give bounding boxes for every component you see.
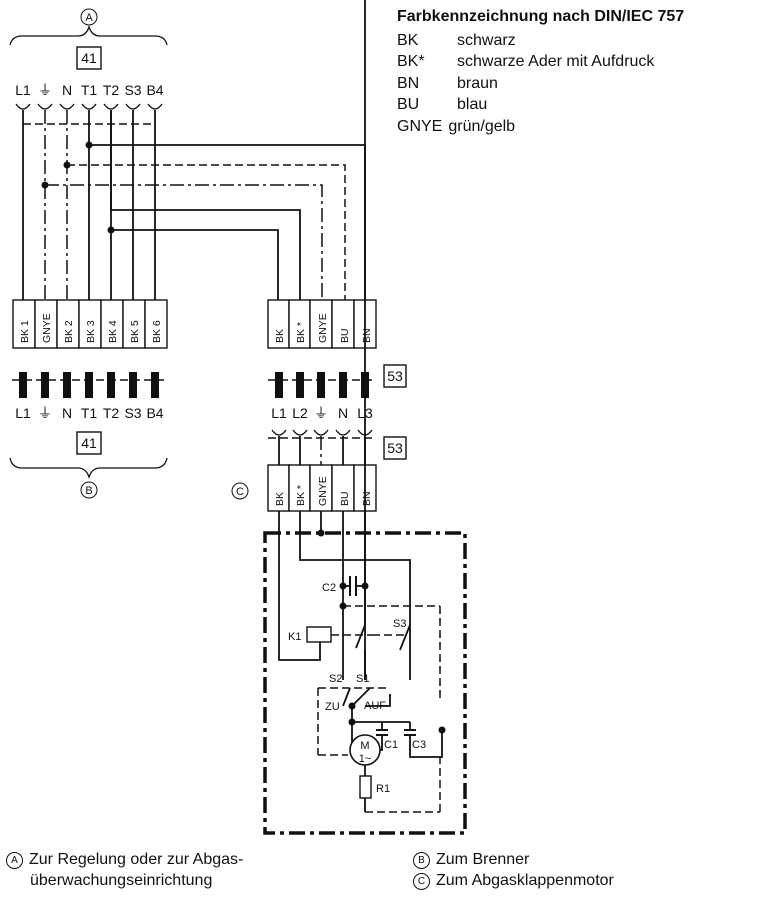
callout-a: A	[85, 12, 93, 24]
legend-row: BK* schwarze Ader mit Aufdruck	[397, 51, 684, 73]
brace-a	[9, 24, 168, 46]
callout-c: C	[236, 486, 244, 498]
module-41-top	[76, 46, 102, 70]
svg-text:41: 41	[81, 435, 97, 451]
plug-label: BK 2	[63, 320, 75, 343]
legend-row: GNYE grün/gelb	[397, 116, 684, 138]
c2-label: C2	[322, 582, 336, 594]
callout-b-marker: B	[413, 852, 430, 869]
legend-text: braun	[457, 74, 498, 92]
plug-label: BK *	[295, 485, 307, 506]
terminal-label: S3	[124, 405, 141, 421]
footnote-bc: B Zum Brenner C Zum Abgasklappenmotor	[413, 849, 614, 891]
legend-row: BK schwarz	[397, 30, 684, 52]
terminal-label: ⏚	[314, 405, 328, 421]
callout-a-marker: A	[6, 852, 23, 869]
k1-label: K1	[288, 631, 301, 643]
legend-title: Farbkennzeichnung nach DIN/IEC 757	[397, 8, 685, 25]
plug-label: BK 5	[129, 320, 141, 343]
plug-label: BK 4	[107, 320, 119, 343]
terminal-label: ⏚	[38, 82, 52, 98]
svg-text:53: 53	[387, 440, 403, 456]
top-terminal-cups	[15, 103, 163, 110]
legend-text: schwarz	[457, 31, 516, 49]
plug-label: BK 3	[85, 320, 97, 343]
terminal-label: N	[62, 82, 72, 98]
footnote-b: Zum Brenner	[436, 851, 530, 868]
legend-row: BN braun	[397, 73, 684, 95]
module-53-plug	[383, 364, 407, 388]
footnote-a-line1: Zur Regelung oder zur Abgas-	[29, 851, 244, 868]
terminal-label: T2	[103, 82, 120, 98]
plug-label: GNYE	[317, 313, 329, 343]
terminal-label: L1	[15, 405, 31, 421]
c3-label: C3	[412, 739, 426, 751]
footnote-a-line2: überwachungseinrichtung	[30, 872, 213, 889]
terminal-label: N	[338, 405, 348, 421]
callout-c-marker: C	[413, 873, 430, 890]
s3-label: S3	[393, 618, 406, 630]
terminal-label: T2	[103, 405, 120, 421]
legend-code: BK	[397, 31, 419, 49]
top-terminal-labels: L1 ⏚ N T1 T2 S3 B4	[15, 82, 164, 98]
terminal-label: L1	[271, 405, 287, 421]
footnote-c: Zum Abgasklappenmotor	[436, 872, 614, 889]
plug-label: BK	[274, 329, 286, 343]
callout-b: B	[85, 485, 92, 497]
svg-text:41: 41	[81, 50, 97, 66]
right-plug-pins	[268, 372, 376, 398]
terminal-label: L2	[292, 405, 308, 421]
terminal-label: ⏚	[38, 405, 52, 421]
legend-code: BK*	[397, 53, 425, 71]
s1-label: S1	[356, 673, 369, 685]
legend-row: BU blau	[397, 94, 684, 116]
motor-plug-block: BK BK * GNYE BU BN	[267, 464, 377, 512]
plug-label: BK *	[295, 322, 307, 343]
footnote-a: A Zur Regelung oder zur Abgas- überwachun…	[6, 849, 243, 891]
right-plug-block: BK BK * GNYE BU BN	[267, 299, 377, 349]
terminal-label: L1	[15, 82, 31, 98]
s2-label: S2	[329, 673, 342, 685]
terminal-label: S3	[124, 82, 141, 98]
r1-label: R1	[376, 783, 390, 795]
terminal-label: B4	[146, 82, 163, 98]
left-plug-pins	[12, 372, 165, 398]
right-terminal-labels: L1 L2 ⏚ N L3	[271, 405, 373, 421]
plug-label: BK 6	[151, 320, 163, 343]
legend-text: schwarze Ader mit Aufdruck	[457, 53, 655, 71]
plug-label: GNYE	[317, 476, 329, 506]
legend-code: BN	[397, 74, 420, 92]
color-legend: Farbkennzeichnung nach DIN/IEC 757 BK sc…	[397, 6, 684, 138]
legend-code: GNYE	[397, 117, 443, 135]
motor-phase-label: 1~	[359, 753, 372, 765]
module-41-bottom	[76, 431, 102, 455]
bottom-terminal-labels: L1 ⏚ N T1 T2 S3 B4	[15, 405, 164, 421]
right-terminal-cups	[268, 429, 376, 465]
plug-label: BK 1	[19, 320, 31, 343]
left-vertical-wires	[22, 110, 156, 300]
legend-text: grün/gelb	[448, 117, 516, 135]
terminal-label: T1	[81, 82, 98, 98]
zu-label: ZU	[325, 701, 340, 713]
legend-text: blau	[457, 96, 488, 114]
module-53-socket	[383, 436, 407, 460]
plug-label: BU	[339, 328, 351, 343]
motor-label: M	[360, 740, 369, 752]
left-plug-block: BK 1 GNYE BK 2 BK 3 BK 4 BK 5 BK 6	[12, 299, 168, 349]
plug-label: BU	[339, 491, 351, 506]
brace-b	[9, 457, 168, 480]
plug-label: BN	[361, 328, 373, 343]
plug-label: GNYE	[41, 313, 53, 343]
motor-circuit: C2 K1 S3 S2 S1 ZU AUF C1	[278, 0, 446, 813]
plug-label: BN	[361, 491, 373, 506]
terminal-label: T1	[81, 405, 98, 421]
c1-label: C1	[384, 739, 398, 751]
plug-label: BK	[274, 492, 286, 506]
terminal-label: N	[62, 405, 72, 421]
terminal-label: B4	[146, 405, 163, 421]
legend-code: BU	[397, 96, 420, 114]
svg-text:53: 53	[387, 368, 403, 384]
cross-wires	[41, 110, 366, 300]
